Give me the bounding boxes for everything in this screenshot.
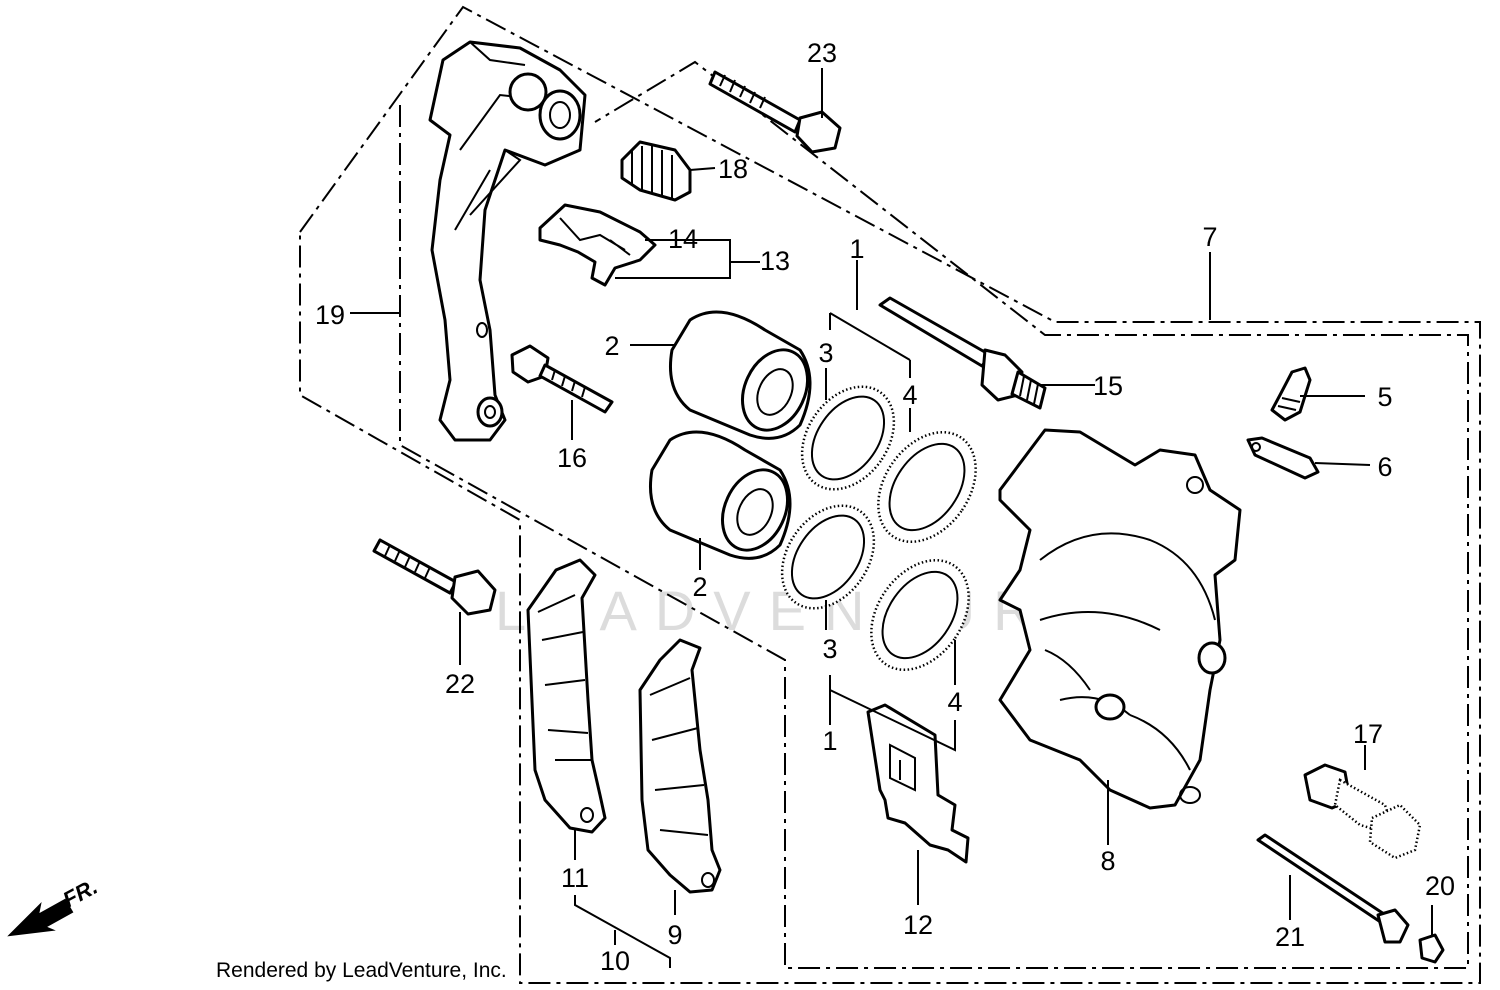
callout-6: 6 — [1377, 452, 1392, 482]
pad-pin-21 — [1256, 833, 1410, 944]
callout-22: 22 — [445, 669, 475, 699]
bleeder-valve — [1270, 366, 1312, 422]
callout-13: 13 — [760, 246, 790, 276]
bleeder-cap — [1246, 436, 1320, 480]
callout-19: 19 — [315, 300, 345, 330]
piston-lower — [648, 430, 792, 560]
callout-18: 18 — [718, 154, 748, 184]
piston-upper — [668, 310, 812, 440]
callout-23: 23 — [807, 38, 837, 68]
caliper-boot — [620, 140, 692, 202]
callout-2-bottom: 2 — [692, 572, 707, 602]
callout-4-top: 4 — [902, 380, 917, 410]
bracket-bolt-22 — [372, 538, 497, 616]
pin-bolt-15 — [878, 296, 1047, 410]
callout-1-top: 1 — [849, 234, 864, 264]
callout-21: 21 — [1275, 922, 1305, 952]
callout-14: 14 — [668, 224, 698, 254]
pad-spring — [538, 203, 657, 287]
callout-11: 11 — [561, 863, 589, 893]
render-credit: Rendered by LeadVenture, Inc. — [216, 959, 507, 982]
callout-1-bottom: 1 — [822, 726, 837, 756]
brake-pad-11 — [526, 558, 607, 834]
callout-10: 10 — [600, 946, 630, 976]
piston-seal-upper — [800, 385, 896, 491]
mounting-bolt-17 — [1303, 763, 1422, 860]
callout-2-top: 2 — [604, 331, 619, 361]
callout-5: 5 — [1377, 382, 1392, 412]
pad-retainer — [866, 703, 970, 864]
callout-3-bottom: 3 — [822, 634, 837, 664]
caliper-body — [998, 428, 1242, 810]
dust-seal-upper — [877, 431, 977, 543]
callout-4-bottom: 4 — [947, 687, 962, 717]
front-direction-indicator: FR. — [7, 874, 102, 937]
callout-17: 17 — [1353, 719, 1383, 749]
callout-3-top: 3 — [818, 338, 833, 368]
pin-16 — [510, 344, 614, 414]
piston-seal-lower — [780, 504, 876, 610]
pin-clip-20 — [1418, 933, 1445, 964]
callout-9: 9 — [667, 920, 682, 950]
caliper-bracket — [428, 40, 587, 442]
front-arrow-icon — [7, 898, 74, 937]
callout-7: 7 — [1202, 222, 1217, 252]
callout-12: 12 — [903, 910, 933, 940]
dust-seal-lower — [870, 559, 970, 671]
callout-8: 8 — [1100, 846, 1115, 876]
brake-pad-9 — [638, 638, 722, 894]
callout-16: 16 — [557, 443, 587, 473]
callout-20: 20 — [1425, 871, 1455, 901]
assembly-outline-19 — [299, 5, 1481, 984]
pin-bolt-23 — [708, 70, 842, 154]
callout-numbers: 23 18 14 13 7 1 19 2 3 4 15 5 6 16 2 3 4… — [315, 38, 1455, 976]
leader-lines — [350, 68, 1433, 968]
callout-15: 15 — [1093, 371, 1123, 401]
